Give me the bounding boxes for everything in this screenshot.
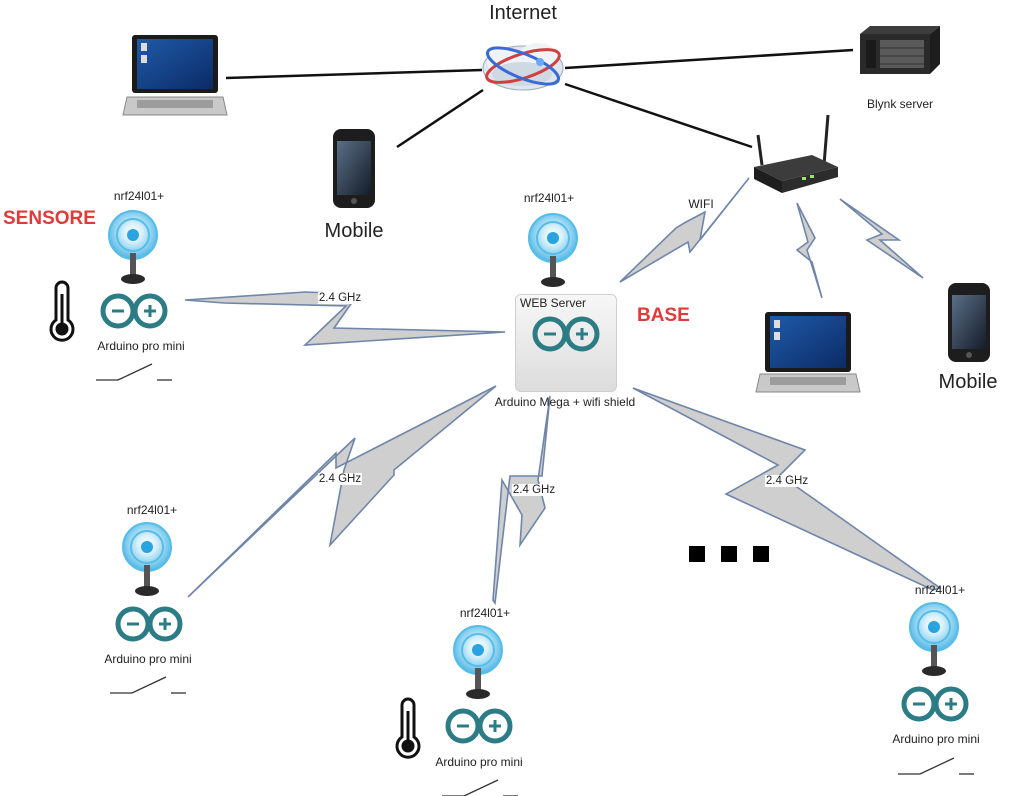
- arduino-logo-icon: [100, 293, 168, 329]
- smartphone-icon: [948, 283, 990, 362]
- switch-icon: [898, 757, 974, 775]
- link-laptop-internet: [225, 68, 483, 80]
- antenna-icon: [909, 602, 959, 676]
- node-module-label: nrf24l01+: [113, 189, 165, 203]
- thermometer-icon: [49, 280, 75, 342]
- ellipsis-icon: [689, 546, 769, 562]
- base-board-label: Arduino Mega + wifi shield: [494, 395, 636, 409]
- switch-icon: [110, 676, 186, 694]
- thermometer-icon: [395, 697, 421, 759]
- node-module-label: nrf24l01+: [126, 503, 178, 517]
- arduino-logo-icon: [115, 606, 183, 642]
- mobile-label: Mobile: [938, 371, 998, 393]
- node-board-label: Arduino pro mini: [104, 652, 192, 666]
- node-board-label: Arduino pro mini: [892, 732, 980, 746]
- node-module-label: nrf24l01+: [459, 606, 511, 620]
- laptop-icon: [122, 35, 228, 116]
- bolt-base-right: [632, 387, 942, 591]
- arduino-logo-icon: [445, 708, 513, 744]
- link-internet-server: [564, 48, 854, 70]
- server-label: Blynk server: [866, 97, 934, 111]
- antenna-icon: [528, 213, 578, 287]
- link-internet-router: [564, 82, 753, 149]
- smartphone-icon: [333, 129, 375, 208]
- antenna-icon: [122, 522, 172, 596]
- arduino-logo-icon: [532, 316, 600, 352]
- bolt-base-left: [187, 385, 497, 598]
- wifi-router-icon: [754, 114, 838, 193]
- internet-label: Internet: [489, 2, 557, 24]
- server-icon: [860, 26, 940, 74]
- wifi-label: WIFI: [688, 197, 714, 211]
- web-server-box: [515, 294, 617, 392]
- radio-links: [184, 177, 942, 606]
- bolt-base-bottom: [492, 395, 551, 606]
- link-label-right: 2.4 GHz: [764, 475, 810, 487]
- node-board-label: Arduino pro mini: [435, 755, 523, 769]
- arduino-logo-icon: [901, 686, 969, 722]
- bolt-wifi-base: [619, 177, 750, 283]
- node-board-label: Arduino pro mini: [97, 339, 185, 353]
- switch-icon: [442, 779, 518, 796]
- link-internet-mobile: [396, 88, 484, 149]
- internet-cloud-icon: [482, 43, 564, 91]
- node-module-label: nrf24l01+: [914, 583, 966, 597]
- bolt-wifi-laptop: [795, 202, 823, 299]
- base-tag: BASE: [637, 305, 690, 326]
- internet-links: [225, 48, 854, 149]
- mobile-label: Mobile: [324, 220, 384, 242]
- bolt-wifi-mobile: [839, 198, 924, 279]
- antenna-icon: [108, 210, 158, 284]
- antenna-icon: [453, 625, 503, 699]
- web-server-label: WEB Server: [519, 296, 587, 310]
- base-module-label: nrf24l01+: [523, 191, 575, 205]
- link-label-bottom: 2.4 GHz: [511, 484, 557, 496]
- sensor-tag: SENSORE: [3, 208, 96, 229]
- link-label-sensor: 2.4 GHz: [317, 292, 363, 304]
- laptop-icon: [755, 312, 861, 393]
- link-label-left: 2.4 GHz: [317, 473, 363, 485]
- switch-icon: [96, 363, 172, 381]
